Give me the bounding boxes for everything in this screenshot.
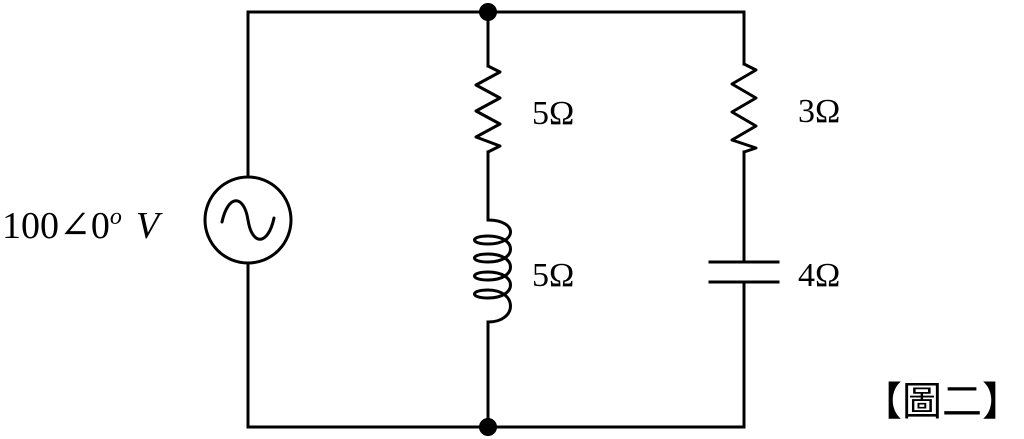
junction-top	[479, 3, 497, 21]
inductor-middle	[473, 218, 512, 324]
junction-bottom	[479, 418, 497, 436]
sine-wave-icon	[220, 199, 276, 241]
resistor-middle-label: 5Ω	[532, 95, 574, 132]
resistor-middle	[474, 64, 502, 154]
figure-caption: 【圖二】	[862, 379, 1022, 425]
ac-source	[203, 175, 293, 265]
resistor-right	[730, 62, 758, 154]
capacitor-right	[708, 260, 780, 284]
capacitor-right-label: 4Ω	[798, 257, 840, 294]
inductor-middle-label: 5Ω	[532, 257, 574, 294]
resistor-right-label: 3Ω	[798, 93, 840, 130]
